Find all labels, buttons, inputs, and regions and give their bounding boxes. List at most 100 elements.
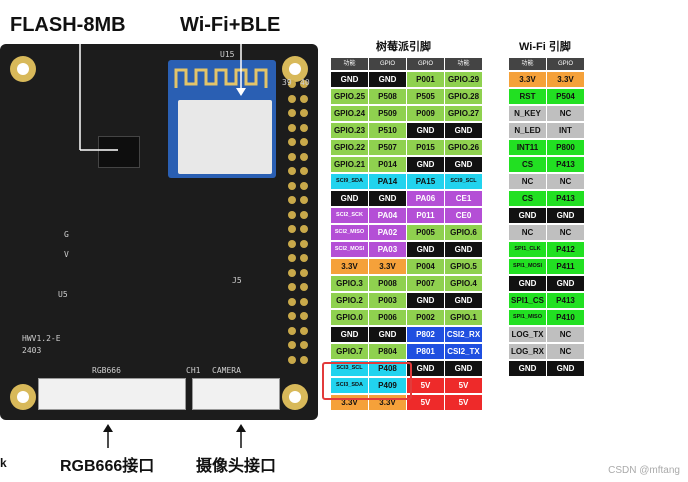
pin-cell: PA15 — [407, 174, 444, 189]
pin-cell: GND — [407, 157, 444, 172]
pin-cell: CSI2_TX — [445, 344, 482, 359]
silk-version: HWV1.2-E — [22, 334, 61, 343]
pin-cell: NC — [547, 327, 584, 342]
header-pin — [288, 196, 296, 204]
pin-cell: GPIO.25 — [331, 89, 368, 104]
pin-cell: GND — [509, 208, 546, 223]
header-pin — [288, 312, 296, 320]
header-pin — [300, 297, 308, 306]
pin-cell: GPIO.21 — [331, 157, 368, 172]
header-pin — [288, 239, 296, 248]
pin-cell: P008 — [369, 276, 406, 291]
header-pin — [288, 94, 296, 103]
header-pin — [300, 109, 308, 117]
pin-cell: SCI9_SCL — [445, 174, 482, 189]
header-pin — [300, 225, 308, 233]
table-header-cell: 功能 — [445, 58, 482, 70]
pin-cell: GND — [407, 242, 444, 257]
header-pin — [300, 268, 308, 277]
pin-cell: P002 — [407, 310, 444, 325]
pin-cell: P409 — [369, 378, 406, 393]
header-pin — [288, 355, 296, 364]
silk-rgb666: RGB666 — [92, 366, 121, 375]
pin-cell: GND — [509, 361, 546, 376]
pin-cell: P412 — [547, 242, 584, 257]
header-pin — [300, 283, 308, 291]
pin-cell: GND — [509, 276, 546, 291]
pin-cell: GND — [547, 208, 584, 223]
pin-cell: SPI1_MOSI — [509, 259, 546, 274]
header-pin — [300, 239, 308, 248]
header-pin — [288, 254, 296, 262]
pin-cell: P509 — [369, 106, 406, 121]
callout-lines — [79, 38, 246, 448]
pin-cell: P801 — [407, 344, 444, 359]
pin-cell: GND — [407, 293, 444, 308]
pin-cell: GPIO.6 — [445, 225, 482, 240]
pin-cell: CE1 — [445, 191, 482, 206]
header-pin — [288, 341, 296, 349]
mount-hole-bl — [10, 384, 36, 410]
header-pin — [300, 210, 308, 219]
pin-cell: GND — [445, 242, 482, 257]
header-pin — [288, 138, 296, 146]
pin-cell: 3.3V — [509, 72, 546, 87]
pin-cell: GPIO.5 — [445, 259, 482, 274]
pin-cell: RST — [509, 89, 546, 104]
pin-cell: P003 — [369, 293, 406, 308]
pin-cell: GPIO.1 — [445, 310, 482, 325]
silk-camera: CAMERA — [212, 366, 241, 375]
header-pin — [300, 254, 308, 262]
silk-ch1: CH1 — [186, 366, 201, 375]
pin-cell: SPI1_CLK — [509, 242, 546, 257]
pin-cell: SCI3_SDA — [331, 378, 368, 393]
mount-hole-tl — [10, 56, 36, 82]
header-pin — [288, 181, 296, 190]
pin-cell: GPIO.26 — [445, 140, 482, 155]
pin-cell: P015 — [407, 140, 444, 155]
pin-cell: P005 — [407, 225, 444, 240]
left-cut-label: k — [0, 456, 7, 470]
pin-cell: GND — [369, 72, 406, 87]
pin-cell: GND — [331, 327, 368, 342]
pin-cell: LOG_RX — [509, 344, 546, 359]
pin-cell: INT11 — [509, 140, 546, 155]
header-pin — [300, 196, 308, 204]
table-header-cell: 功能 — [331, 58, 368, 70]
pin-cell: P410 — [547, 310, 584, 325]
pin-cell: GPIO.27 — [445, 106, 482, 121]
mount-hole-tr — [282, 56, 308, 82]
dev-board: U15 39 40 G V U5 J5 HWV1.2-E 2403 RGB666… — [0, 44, 318, 420]
silk-u15: U15 — [220, 50, 235, 59]
pin-cell: P510 — [369, 123, 406, 138]
header-pin — [300, 355, 308, 364]
silk-u5: U5 — [58, 290, 68, 299]
pin-cell: NC — [509, 174, 546, 189]
header-pin — [300, 341, 308, 349]
silk-date: 2403 — [22, 346, 42, 355]
header-pin — [288, 297, 296, 306]
pin-cell: GND — [407, 123, 444, 138]
pin-cell: PA14 — [369, 174, 406, 189]
flash-label: FLASH-8MB — [10, 14, 126, 36]
pin-cell: SPI1_CS — [509, 293, 546, 308]
pin-cell: 5V — [445, 378, 482, 393]
pin-cell: CE0 — [445, 208, 482, 223]
pin-cell: 5V — [407, 395, 444, 410]
table-header-cell: GPIO — [407, 58, 444, 70]
header-pin — [288, 283, 296, 291]
pin-cell: N_KEY — [509, 106, 546, 121]
pin-cell: GPIO.4 — [445, 276, 482, 291]
pin-cell: GPIO.29 — [445, 72, 482, 87]
pin-cell: SPI1_MISO — [509, 310, 546, 325]
pin-cell: P413 — [547, 293, 584, 308]
watermark: CSDN @mftang — [608, 465, 680, 476]
rgb-interface-label: RGB666接口 — [60, 458, 155, 475]
pin-cell: P413 — [547, 157, 584, 172]
table-header-cell: 功能 — [509, 58, 546, 70]
raspberry-pin-title: 树莓派引脚 — [376, 41, 431, 53]
pin-cell: P802 — [407, 327, 444, 342]
header-pin — [300, 326, 308, 335]
header-pin — [300, 80, 308, 88]
pin-cell: GND — [331, 72, 368, 87]
